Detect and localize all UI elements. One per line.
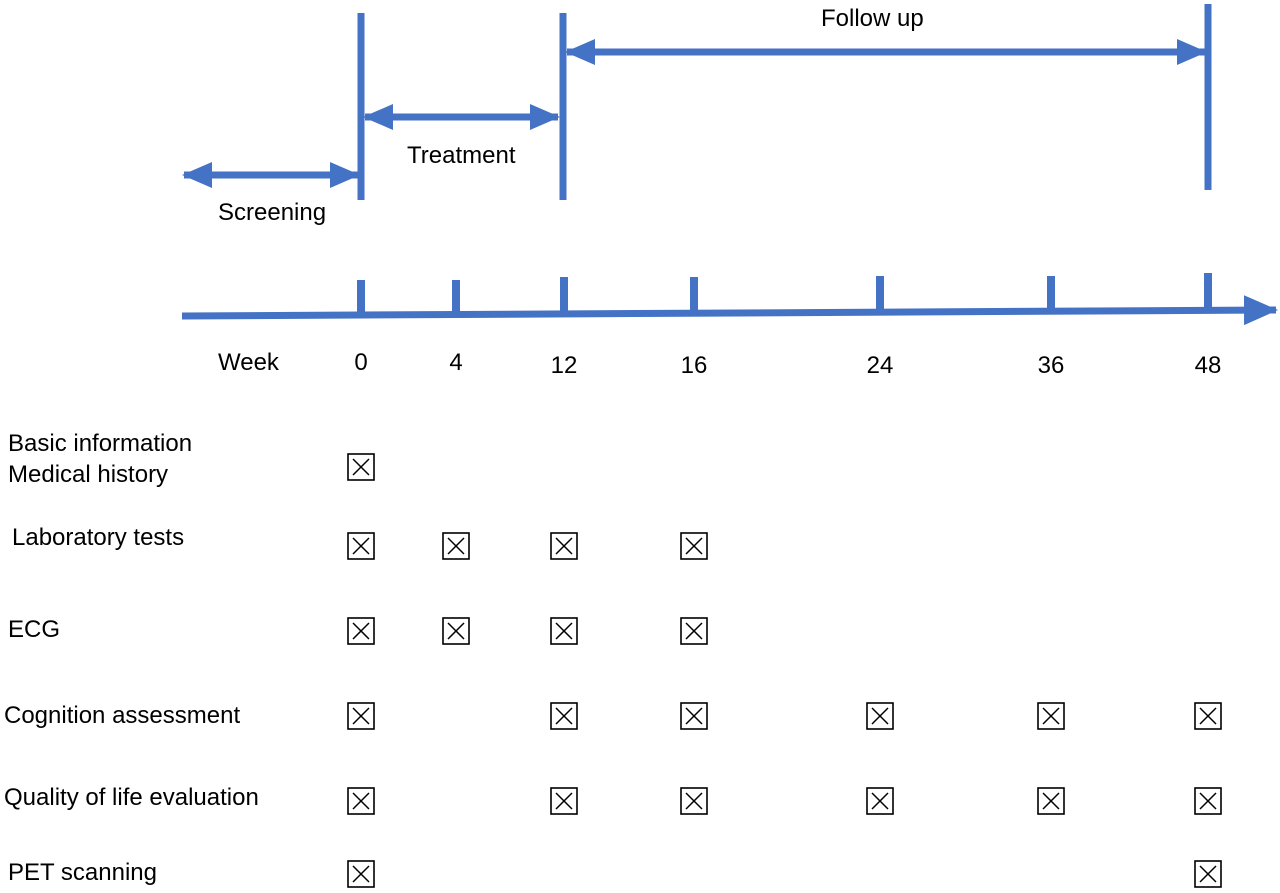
checkbox-x-icon [347,532,375,560]
checkbox-x-icon [866,702,894,730]
row-label: Quality of life evaluation [4,784,259,811]
checkbox-x-icon [442,617,470,645]
week-label-12: 12 [551,352,578,379]
checkbox-x-icon [1194,702,1222,730]
week-label-48: 48 [1195,352,1222,379]
week-label-16: 16 [681,352,708,379]
checkbox-x-icon [550,702,578,730]
row-label: Cognition assessment [4,702,240,729]
checkbox-x-icon [347,860,375,888]
row-label: Medical history [8,461,168,488]
checkbox-x-icon [1194,787,1222,815]
row-label: PET scanning [8,859,157,886]
checkbox-x-icon [1194,860,1222,888]
week-label-36: 36 [1038,352,1065,379]
checkbox-x-icon [680,787,708,815]
checkbox-x-icon [680,702,708,730]
week-label-4: 4 [449,349,462,376]
checkbox-x-icon [1037,702,1065,730]
checkbox-x-icon [550,617,578,645]
checkbox-x-icon [550,532,578,560]
week-label-24: 24 [867,352,894,379]
checkbox-x-icon [347,453,375,481]
screening-label: Screening [218,199,326,226]
checkbox-x-icon [550,787,578,815]
checkbox-x-icon [680,617,708,645]
checkbox-x-icon [442,532,470,560]
timeline-axis [181,295,1278,326]
follow-up-label: Follow up [821,5,924,32]
checkbox-x-icon [680,532,708,560]
row-label: ECG [8,616,60,643]
checkbox-x-icon [866,787,894,815]
row-label: Laboratory tests [12,524,184,551]
checkbox-x-icon [347,617,375,645]
week-labels: Week 0 4 12 16 24 36 48 [218,349,1221,379]
row-label: Basic information [8,430,192,457]
checkbox-x-icon [347,702,375,730]
week-ticks [357,273,1212,316]
treatment-label: Treatment [407,142,516,169]
checkbox-x-icon [1037,787,1065,815]
checkbox-x-icon [347,787,375,815]
week-axis-label: Week [218,349,280,376]
week-label-0: 0 [354,349,367,376]
